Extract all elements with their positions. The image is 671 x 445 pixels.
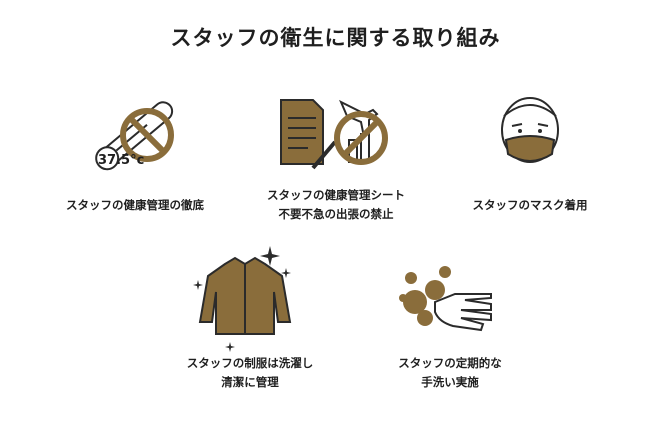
thermometer-prohibited-icon [95, 101, 174, 171]
caption-health-check: スタッフの健康管理の徹底 [66, 198, 204, 212]
caption-uniform: スタッフの制服は洗濯し 清潔に管理 [186, 356, 314, 389]
page-title: スタッフの衛生に関する取り組み [170, 26, 501, 50]
temperature-label: 37.5°c [98, 153, 145, 168]
caption-mask: スタッフのマスク着用 [472, 198, 588, 212]
document-travel-prohibited-icon [280, 99, 388, 170]
caption-health-sheet: スタッフの健康管理シート 不要不急の出張の禁止 [267, 188, 405, 221]
handwashing-icon [399, 266, 492, 332]
clean-uniform-jacket-icon [193, 246, 292, 352]
caption-handwash: スタッフの定期的な 手洗い実施 [398, 356, 502, 389]
masked-person-icon [501, 97, 559, 163]
